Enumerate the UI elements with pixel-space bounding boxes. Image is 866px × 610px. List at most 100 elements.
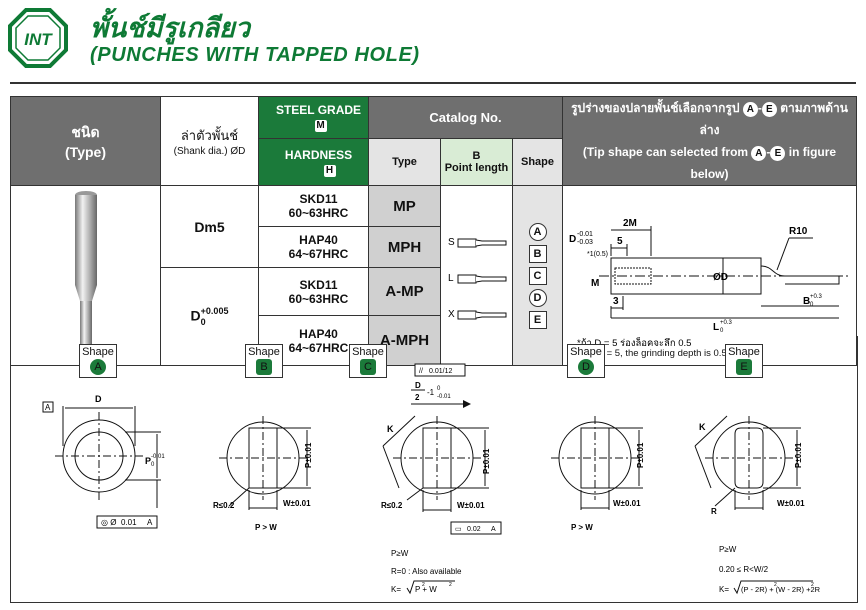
page-title-english: (PUNCHES WITH TAPPED HOLE) [90,44,420,66]
shape-c-par: 0.01/12 [429,368,452,375]
point-length-diagram: S L X [448,237,506,320]
shape-b-word: Shape [248,346,280,358]
shape-col-header: Shape [511,138,564,186]
shape-c-exp-1: 2 [422,582,425,588]
point-l-label: L [448,273,454,284]
shape-c-rule3-pre: K= [391,585,401,594]
tip-en-pre: (Tip shape can selected from [582,145,749,159]
shape-d-letter: D [578,359,594,375]
note-english: (For D = 5, the grinding depth is 0.5) [577,348,730,359]
d-tol-label: D [569,234,576,245]
shape-c-r: R≤0.2 [381,501,403,510]
three-label: 3 [613,296,619,307]
shape-c-frac-sub: -0.01 [437,394,451,400]
shape-d-view: P±0.01 W±0.01 P > W [551,416,645,532]
hardness-4: 64~67HRC [288,340,349,355]
l-sup: +0.3 [720,320,733,326]
hardness-1: 60~63HRC [288,206,349,220]
shape-e-w: W±0.01 [777,499,805,508]
int-logo: INT [8,8,68,68]
shape-e-exp-2: 2 [811,582,814,588]
type-row-2: MPH [368,226,441,268]
shape-a-p-sub: 0 [151,462,155,468]
shape-d-w: W±0.01 [613,499,641,508]
type-row-3: A-MP [368,267,441,316]
punch-photo [74,191,97,355]
five-label: 5 [617,236,623,247]
tip-to-badge-en: E [770,146,786,161]
shape-b-p: P±0.01 [304,442,313,468]
point-x-label: X [448,309,455,320]
shape-c-frac-tol: -1 [427,388,435,397]
shape-e-rule2: 0.20 ≤ R<W/2 [719,565,769,574]
shape-c-w: W±0.01 [457,501,485,510]
m-label: M [591,278,599,289]
l-sub: 0 [720,328,724,334]
steel-grade-key: M [314,120,327,133]
shape-a-view: A D P -0.01 0 ◎ Ø 0.01 A [42,394,165,529]
shape-a-p-sup: -0.01 [151,454,165,460]
two-m-label: 2M [623,218,637,229]
shape-b-letter: B [256,359,272,375]
type-col-header: Type [368,138,441,186]
shape-a-datum: A [45,403,51,412]
hardness-3: 60~63HRC [288,291,349,306]
shank-dm5: Dm5 [160,185,259,268]
catalog-no-header: Catalog No. [367,95,564,140]
shape-c-k: K [387,424,394,434]
header-divider [10,82,856,84]
shank-header-english: (Shank dia.) ØD [173,146,246,157]
shape-c-rule3: P + W [415,585,437,594]
shape-b-badge: B [528,244,547,263]
tip-shape-header: รูปร่างของปลายพั้นช์เลือกจากรูป A-E ตามภ… [562,96,858,186]
shape-e-view: K P±0.01 R W±0.01 P≥W 0.20 ≤ R<W/2 K= (P… [694,415,821,595]
shape-c-frac-den: 2 [415,393,420,402]
hardness-label: HARDNESS [284,147,353,162]
tip-to-badge: E [761,102,777,117]
shape-e-letter: E [736,359,752,375]
shape-e-k: K [699,422,706,432]
shape-a-tol: 0.01 [121,518,137,527]
type-header: ชนิด (Type) [10,96,161,186]
svg-text:INT: INT [24,30,53,49]
tip-en-post: in figure below) [690,145,837,181]
shape-c-letter: C [360,359,376,375]
dimension-drawing-cell: D -0.01 -0.03 2M 5 R10 M *1(0.5) ØD 3 L … [562,185,858,366]
point-length-b: B [472,150,481,163]
tip-th-pre: รูปร่างของปลายพั้นช์เลือกจากรูป [571,101,740,115]
hardness-header: HARDNESSH [258,138,369,186]
shank-dm5-value: Dm5 [194,218,225,235]
shape-a-letter: A [90,359,106,375]
shape-c-exp-2: 2 [449,582,452,588]
shape-c-badge: C [528,266,547,285]
point-length-cell: S L X [440,185,513,366]
shape-list-cell: A B C D E [511,185,564,366]
shape-e-rule1: P≥W [719,545,737,554]
shape-b-w: W±0.01 [283,499,311,508]
point-length-label: Point length [444,162,509,175]
grade-3: SKD11 [299,277,338,292]
shank-d-value: D [190,307,201,324]
b-sub: 0 [810,302,814,308]
shape-c-frac-num: D [415,381,421,390]
tip-from-badge-en: A [751,146,767,161]
one-half-label: *1(0.5) [587,251,608,258]
tip-shape-thai: รูปร่างของปลายพั้นช์เลือกจากรูป A-E ตามภ… [571,101,848,137]
tip-shape-english: (Tip shape can selected from A-E in figu… [582,145,837,181]
shape-c-rule1: P≥W [391,549,409,558]
point-s-label: S [448,237,455,248]
tip-from-badge: A [742,102,758,117]
page-header: INT พั้นช์มีรูเกลียว (PUNCHES WITH TAPPE… [0,0,866,80]
shape-e-r: R [711,507,717,516]
punch-dimension-drawing: D -0.01 -0.03 2M 5 R10 M *1(0.5) ØD 3 L … [569,218,852,349]
shape-b-view: P±0.01 R≤0.2 W±0.01 P > W [213,416,313,532]
shape-c-word: Shape [352,346,384,358]
shape-a-badge: A [528,222,547,241]
page-title-thai: พั้นช์มีรูเกลียว [90,13,250,43]
